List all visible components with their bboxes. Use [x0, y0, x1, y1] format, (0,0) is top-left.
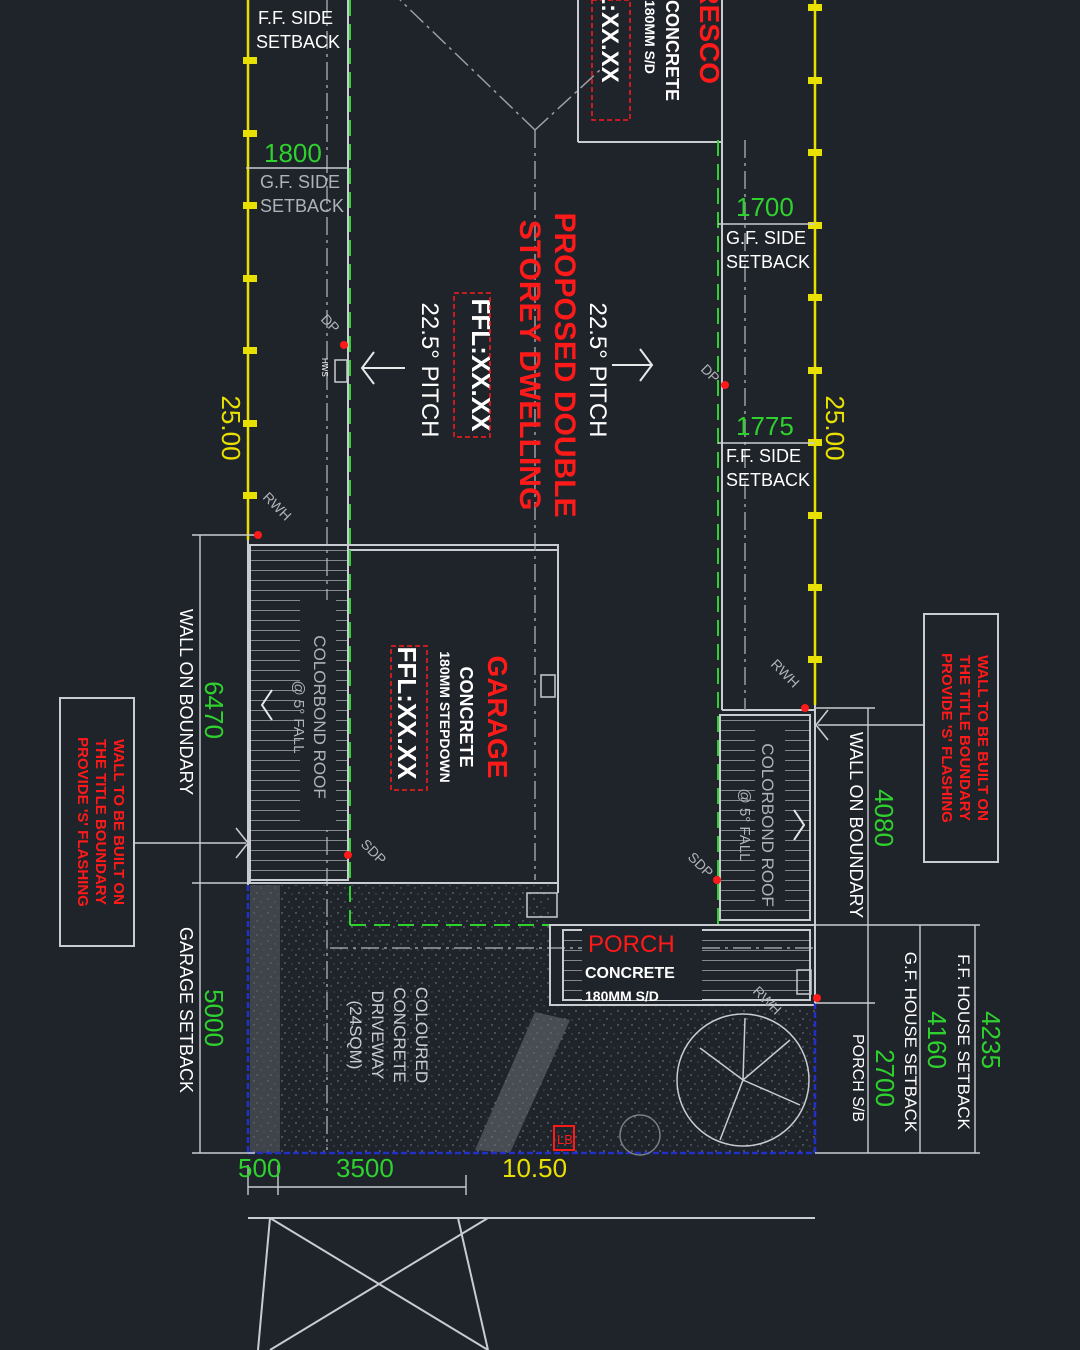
- garage-setback-label: GARAGE SETBACK: [176, 927, 196, 1093]
- note-left-line3: PROVIDE 'S' FLASHING: [74, 737, 91, 907]
- dimension-lines: [192, 167, 980, 1195]
- gf-side-right-value: 1700: [736, 192, 794, 222]
- rwh-tag-right: RWH: [768, 656, 803, 691]
- pitch-right-label: 22.5° PITCH: [584, 303, 611, 438]
- downpipe-dots: [254, 341, 821, 1002]
- rwh-tag-left: RWH: [260, 489, 295, 524]
- pitch-left-label: 22.5° PITCH: [416, 303, 443, 438]
- porch-fall-label: @ 5° FALL: [736, 789, 753, 862]
- garage-stepdown: 180MM STEPDOWN: [437, 651, 453, 782]
- fixture-boxes: [334, 359, 812, 995]
- crossover-width: 3500: [336, 1153, 394, 1183]
- sdp-tag-garage: SDP: [358, 836, 390, 868]
- driveway-line3: DRIVEWAY: [368, 991, 387, 1080]
- porch-setback-label: PORCH S/B: [849, 1034, 866, 1122]
- note-leaders: [134, 709, 924, 859]
- ff-side-left-line1: F.F. SIDE: [258, 8, 333, 28]
- gf-house-setback-label: G.F. HOUSE SETBACK: [901, 952, 920, 1133]
- gf-side-left-line2: SETBACK: [260, 196, 344, 216]
- ground-floor-dashline: [349, 0, 720, 926]
- dwelling-title-line2: STOREY DWELLING: [513, 220, 546, 511]
- hws-tag: HWS: [320, 358, 329, 377]
- path-hatch: [475, 1012, 570, 1153]
- gf-side-left-line1: G.F. SIDE: [260, 172, 340, 192]
- dwelling-ffl: FFL:XX.XX: [466, 299, 496, 433]
- wall-right-label: WALL ON BOUNDARY: [846, 732, 866, 918]
- porch-title: PORCH: [588, 931, 675, 958]
- note-right-line2: THE TITLE BOUNDARY: [956, 655, 973, 821]
- note-right-line3: PROVIDE 'S' FLASHING: [938, 653, 955, 823]
- garage-roof-label: COLORBOND ROOF: [310, 635, 329, 798]
- dp-tag-left: DP: [318, 311, 343, 336]
- ff-house-setback-label: F.F. HOUSE SETBACK: [954, 954, 973, 1130]
- alfresco-stepdown: 180MM S/D: [642, 0, 658, 74]
- gf-side-right-line2: SETBACK: [726, 252, 810, 272]
- garage-setback-value: 5000: [199, 989, 229, 1047]
- wall-left-label: WALL ON BOUNDARY: [176, 609, 196, 795]
- garage-ffl-box: [390, 645, 428, 791]
- sdp-tag-porch: SDP: [685, 849, 717, 881]
- tree-symbol: [619, 1013, 810, 1156]
- frontage-boundary: [246, 885, 817, 1155]
- driveway-line2: CONCRETE: [390, 987, 409, 1082]
- gf-side-right-line1: G.F. SIDE: [726, 228, 806, 248]
- dwelling-title-line1: PROPOSED DOUBLE: [548, 212, 581, 517]
- garage-outline: [249, 544, 559, 884]
- ff-side-right-value: 1775: [736, 411, 794, 441]
- note-box-right: [923, 613, 999, 863]
- porch-roof-label: COLORBOND ROOF: [758, 743, 777, 906]
- road-markings: [248, 1217, 815, 1350]
- gf-house-setback-value: 4160: [922, 1011, 952, 1069]
- note-right-line1: WALL TO BE BUILT ON: [974, 655, 991, 821]
- alfresco-material: CONCRETE: [662, 0, 682, 101]
- alfresco-ffl-box: [591, 0, 631, 121]
- garage-fall-label: @ 5° FALL: [290, 681, 307, 754]
- alfresco-title: ALFRESCO: [694, 0, 725, 84]
- left-boundary-length: 25.00: [216, 395, 246, 460]
- porch-label-mask: [582, 928, 702, 1000]
- wall-left-value: 6470: [199, 681, 229, 739]
- right-boundary-length: 25.00: [820, 395, 850, 460]
- ff-side-left-line2: SETBACK: [256, 32, 340, 52]
- front-yard-area: [550, 1003, 815, 1153]
- note-left-line2: THE TITLE BOUNDARY: [92, 739, 109, 905]
- note-box-left: [59, 697, 135, 947]
- driveway-line4: (24SQM): [346, 1001, 365, 1070]
- porch-stepdown: 180MM S/D: [585, 988, 659, 1004]
- gf-side-left-value: 1800: [264, 138, 322, 168]
- garage-roof-label-mask: [300, 600, 336, 830]
- dwelling-ffl-box: [453, 292, 491, 438]
- ff-side-right-line2: SETBACK: [726, 470, 810, 490]
- garage-title: GARAGE: [482, 656, 513, 779]
- garage-ffl: FFL:XX.XX: [392, 647, 422, 781]
- porch-setback-value: 2700: [870, 1049, 900, 1107]
- boundary-walls: [247, 540, 816, 1003]
- note-left-line1: WALL TO BE BUILT ON: [110, 739, 127, 905]
- ff-house-setback-value: 4235: [976, 1011, 1006, 1069]
- alfresco-ffl: FFL:XX.XX: [596, 0, 623, 83]
- crossover-hatch: [250, 885, 280, 1153]
- porch-material: CONCRETE: [585, 965, 675, 982]
- crossover-offset: 500: [238, 1153, 281, 1183]
- frontage-length: 10.50: [502, 1153, 567, 1183]
- pitch-arrows: [260, 348, 806, 841]
- dp-tag-right: DP: [698, 361, 723, 386]
- porch-side-roof-mask: [755, 725, 785, 910]
- lb-tag: LB: [557, 1132, 573, 1147]
- garage-material: CONCRETE: [456, 666, 476, 767]
- ff-side-right-line1: F.F. SIDE: [726, 446, 801, 466]
- wall-right-value: 4080: [869, 789, 899, 847]
- driveway-line1: COLOURED: [412, 987, 431, 1083]
- lb-box: [553, 1125, 575, 1151]
